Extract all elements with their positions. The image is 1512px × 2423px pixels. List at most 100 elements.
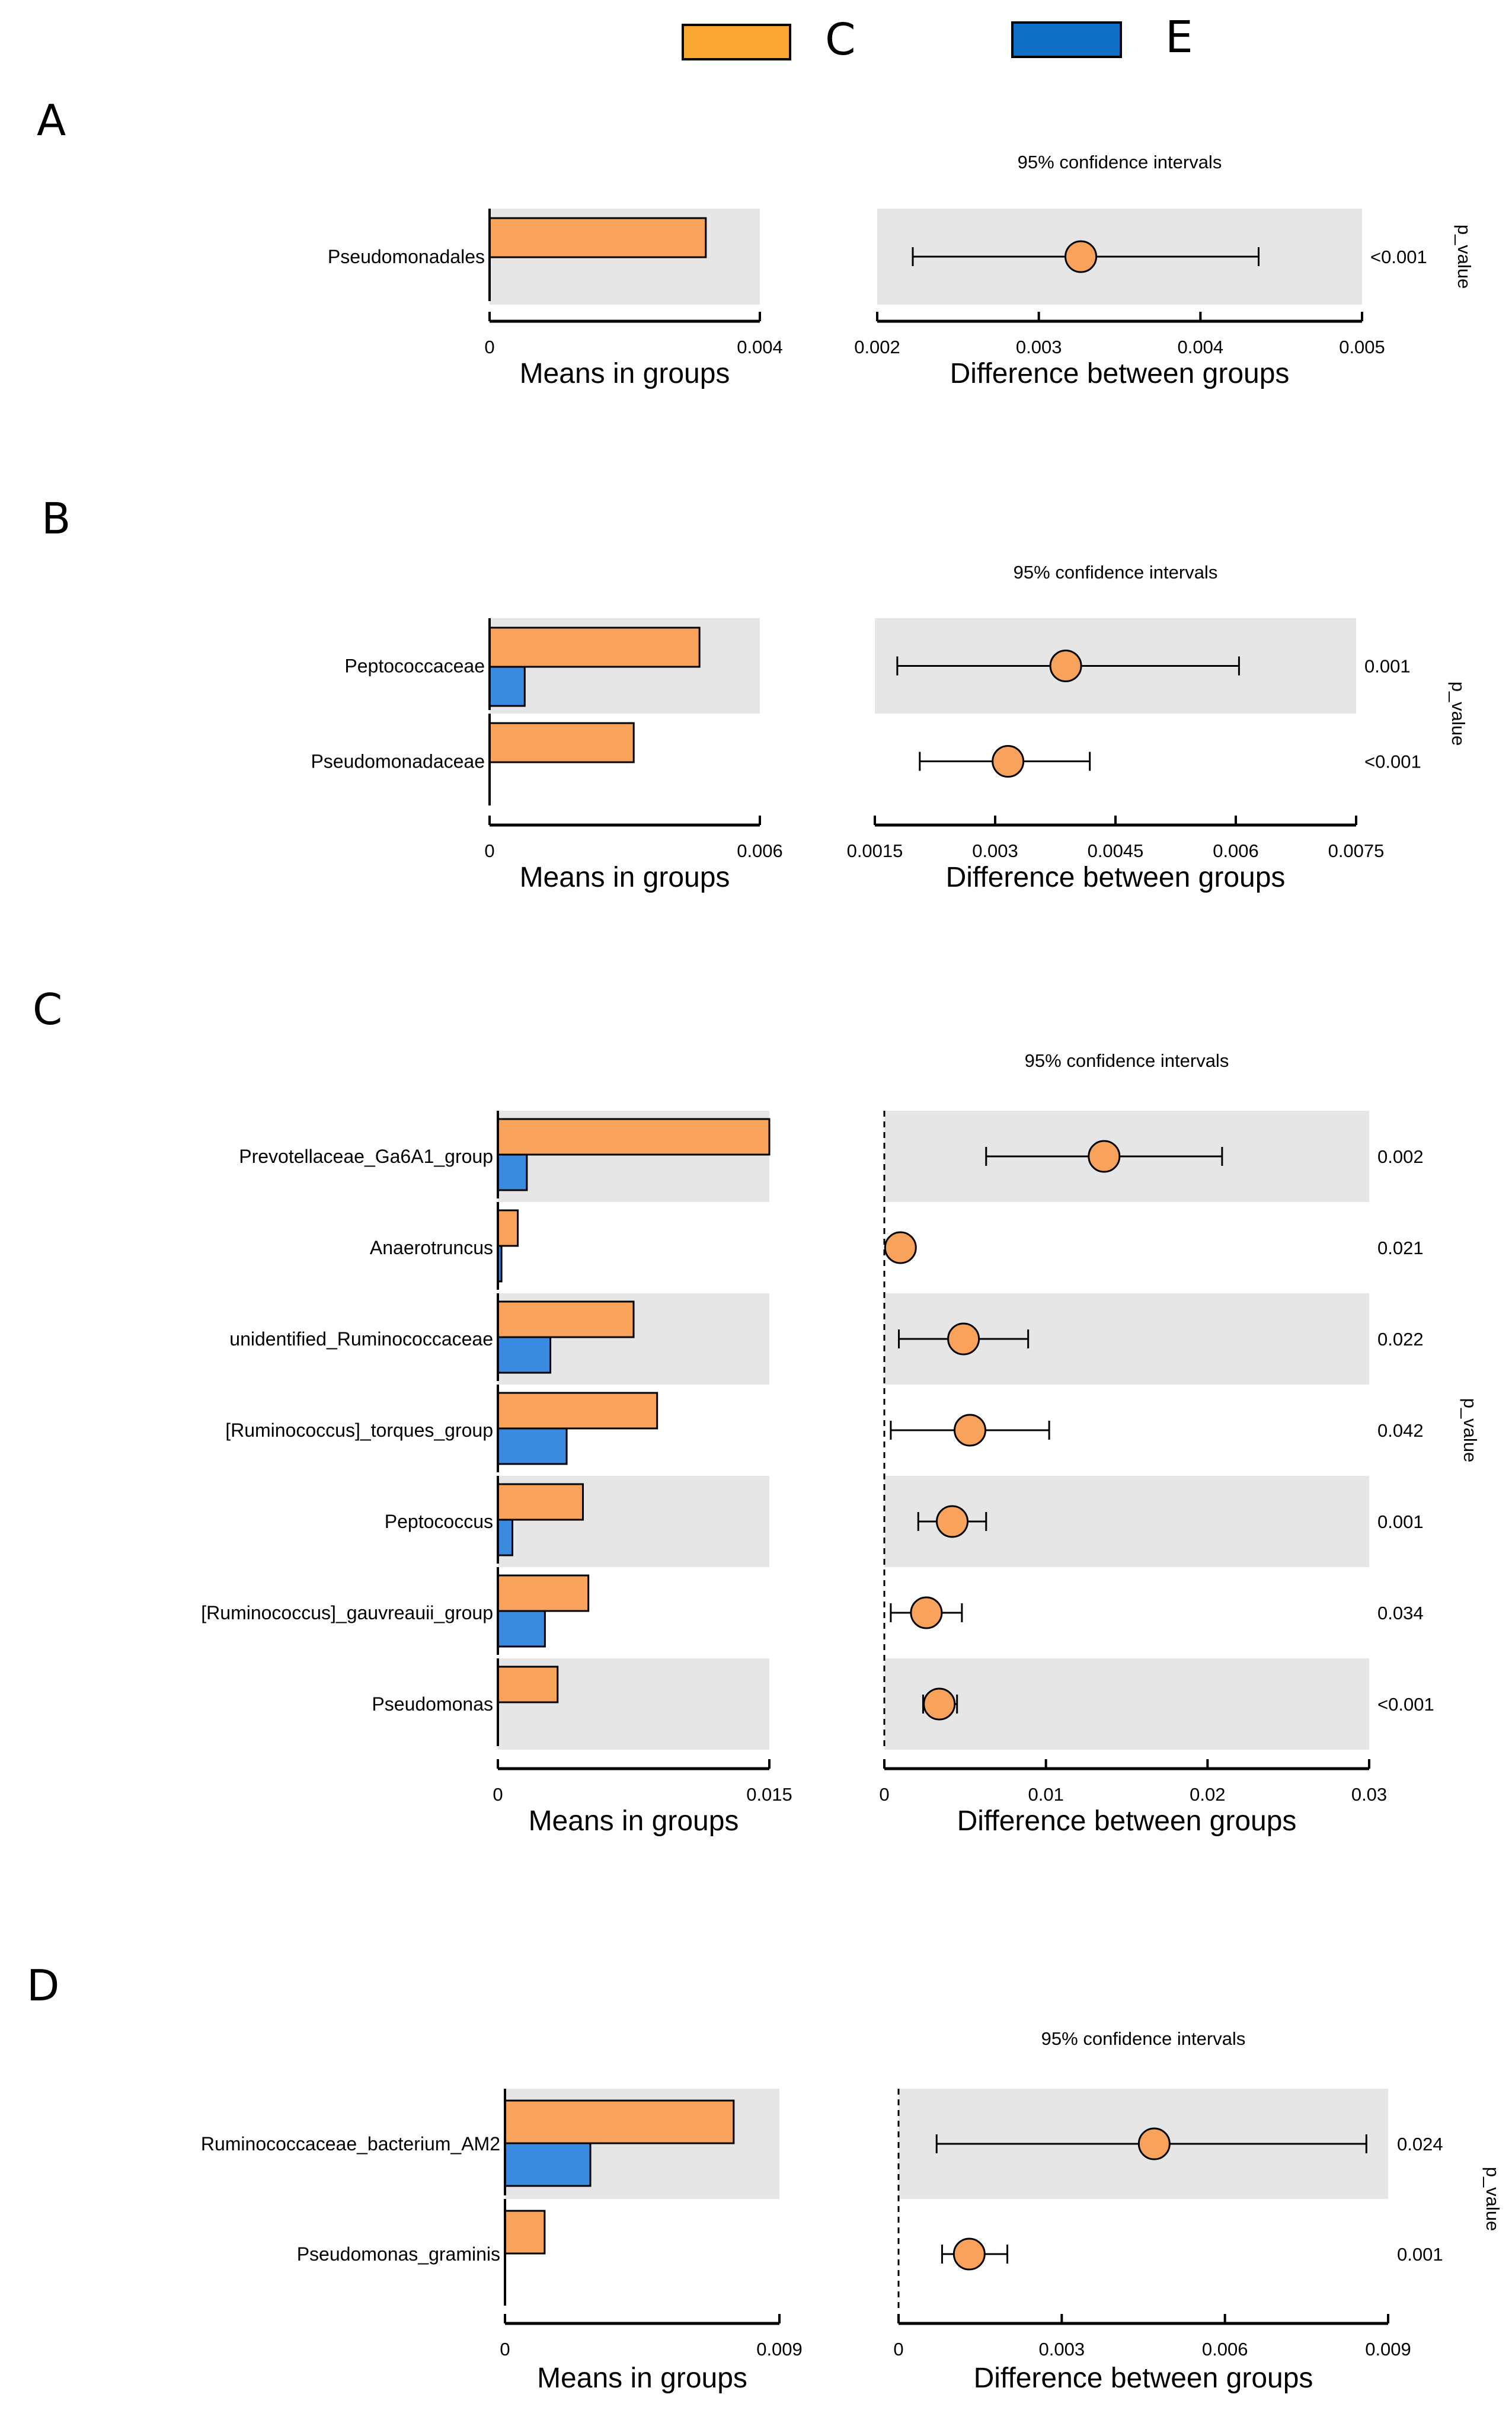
legend-label-c: C: [825, 14, 856, 65]
ci-row-band: [884, 1658, 1369, 1750]
bar-group-c: [504, 2210, 546, 2255]
difference-tick-label: 0: [893, 2339, 903, 2360]
p-value: 0.001: [1364, 656, 1411, 677]
ci-title: 95% confidence intervals: [1014, 562, 1218, 583]
means-tick-label: 0.009: [756, 2339, 803, 2360]
ci-point-estimate: [923, 1687, 956, 1721]
category-label: Ruminococcaceae_bacterium_AM2: [201, 2133, 500, 2155]
difference-axis-title: Difference between groups: [946, 862, 1286, 893]
legend-swatch-e: [1011, 21, 1122, 58]
difference-axis-title: Difference between groups: [957, 1805, 1297, 1837]
ci-point-estimate: [1088, 1140, 1121, 1173]
category-label: unidentified_Ruminococcaceae: [229, 1328, 493, 1350]
difference-tick-label: 0.01: [1028, 1784, 1063, 1805]
category-label: Pseudomonas: [372, 1693, 493, 1715]
legend-label-e: E: [1165, 12, 1193, 63]
difference-tick-label: 0.02: [1190, 1784, 1225, 1805]
p-value: 0.021: [1377, 1238, 1424, 1258]
ci-point-estimate: [947, 1322, 980, 1356]
p-value: <0.001: [1377, 1694, 1434, 1715]
panels: A95% confidence intervalsPseudomonadales…: [27, 95, 1503, 2394]
category-label: Anaerotruncus: [370, 1237, 493, 1258]
bar-group-e: [497, 1610, 546, 1648]
legend: C E: [682, 12, 1193, 65]
bar-group-c: [497, 1209, 519, 1247]
ci-title: 95% confidence intervals: [1025, 1050, 1229, 1071]
p-value: 0.024: [1397, 2134, 1443, 2155]
means-tick-label: 0: [500, 2339, 510, 2360]
bar-group-c: [497, 1118, 771, 1156]
ci-point-estimate: [910, 1596, 943, 1629]
difference-tick-label: 0.006: [1213, 840, 1259, 861]
difference-tick-label: 0.005: [1339, 337, 1385, 357]
p-value: 0.002: [1377, 1146, 1424, 1167]
means-tick-label: 0: [493, 1784, 503, 1805]
category-label: [Ruminococcus]_gauvreauii_group: [201, 1602, 493, 1623]
means-axis-title: Means in groups: [529, 1805, 739, 1837]
difference-tick-label: 0.03: [1351, 1784, 1387, 1805]
bar-group-c: [497, 1300, 635, 1338]
p-value: <0.001: [1370, 247, 1427, 267]
ci-point-estimate: [936, 1505, 969, 1538]
panel-c: C 95% confidence intervalsPrevotellaceae_…: [33, 984, 1481, 1837]
bar-group-c: [497, 1483, 584, 1521]
p-value-header: p_value: [1460, 1398, 1481, 1463]
category-label: Peptococcaceae: [344, 656, 485, 677]
panel-a: A 95% confidence intervalsPseudomonadales…: [37, 95, 1475, 389]
p-value: 0.001: [1397, 2244, 1443, 2265]
p-value-header: p_value: [1482, 2167, 1503, 2232]
ci-title: 95% confidence intervals: [1041, 2028, 1246, 2049]
difference-tick-label: 0.002: [854, 337, 900, 357]
bar-group-c: [497, 1574, 590, 1612]
difference-tick-label: 0.003: [1016, 337, 1062, 357]
bar-group-e: [497, 1427, 568, 1465]
bar-group-c: [497, 1666, 559, 1703]
panel-label: D: [27, 1961, 59, 2010]
category-label: Pseudomonadaceae: [311, 751, 485, 772]
ci-title: 95% confidence intervals: [1018, 152, 1222, 172]
ci-point-estimate: [1065, 240, 1098, 273]
p-value-header: p_value: [1448, 682, 1469, 746]
difference-tick-label: 0.009: [1365, 2339, 1411, 2360]
category-label: Pseudomonadales: [328, 246, 485, 267]
difference-axis-title: Difference between groups: [950, 358, 1290, 389]
difference-tick-label: 0.003: [1039, 2339, 1085, 2360]
means-axis-title: Means in groups: [520, 862, 730, 893]
bar-group-c: [488, 722, 635, 763]
p-value: 0.001: [1377, 1511, 1424, 1532]
ci-point-estimate: [952, 2237, 986, 2271]
category-label: Peptococcus: [385, 1511, 493, 1532]
p-value-header: p_value: [1454, 225, 1475, 289]
bar-group-c: [488, 626, 701, 668]
difference-tick-label: 0.003: [972, 840, 1018, 861]
difference-tick-label: 0: [879, 1784, 889, 1805]
means-axis-title: Means in groups: [520, 358, 730, 389]
means-axis-title: Means in groups: [537, 2363, 747, 2394]
bar-group-e: [488, 666, 526, 707]
bar-group-c: [488, 217, 707, 258]
p-value: 0.042: [1377, 1420, 1424, 1441]
ci-point-estimate: [992, 745, 1025, 778]
bar-group-e: [497, 1336, 552, 1374]
panel-label: A: [37, 95, 66, 145]
difference-tick-label: 0.0015: [847, 840, 903, 861]
difference-tick-label: 0.004: [1178, 337, 1224, 357]
bar-group-e: [504, 2142, 592, 2187]
ci-point-estimate: [1049, 650, 1082, 682]
means-tick-label: 0: [484, 337, 494, 357]
difference-tick-label: 0.0075: [1328, 840, 1385, 861]
difference-tick-label: 0.006: [1202, 2339, 1248, 2360]
means-tick-label: 0: [484, 840, 494, 861]
means-tick-label: 0.015: [746, 1784, 792, 1805]
p-value: 0.034: [1377, 1603, 1424, 1623]
bar-group-c: [504, 2099, 735, 2144]
legend-swatch-c: [682, 24, 791, 60]
category-label: Prevotellaceae_Ga6A1_group: [239, 1146, 493, 1167]
ci-point-estimate: [1137, 2127, 1171, 2160]
ci-point-estimate: [884, 1231, 917, 1264]
panel-label: C: [33, 984, 62, 1034]
means-tick-label: 0.004: [737, 337, 783, 357]
difference-tick-label: 0.0045: [1088, 840, 1144, 861]
